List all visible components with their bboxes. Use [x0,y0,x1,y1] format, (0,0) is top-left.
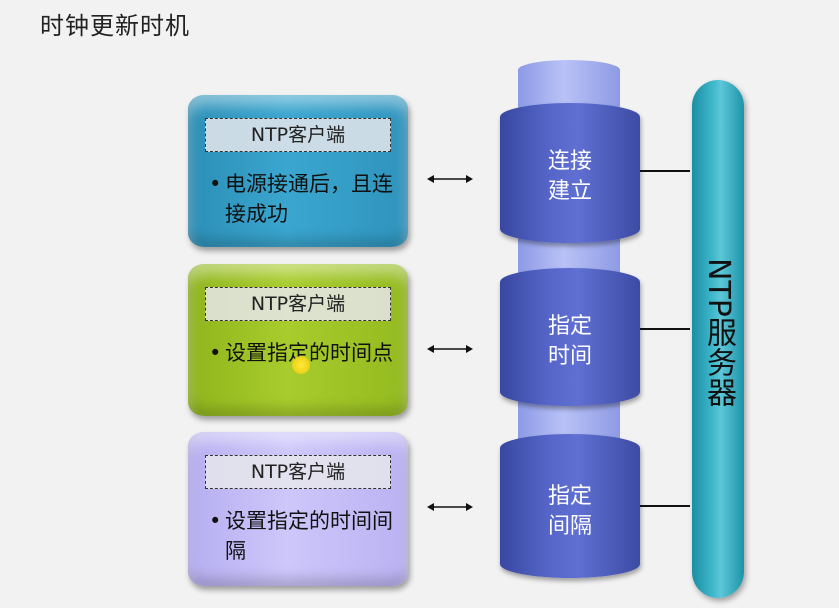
step-label: 连接建立 [500,147,640,207]
bullet: • [209,509,222,533]
client-description-text: 电源接通后，且连接成功 [225,172,393,226]
client-description: • 设置指定的时间间隔 [209,506,400,566]
double-arrow-icon [427,345,473,353]
client-box-time-point: NTP客户端 • 设置指定的时间点 [188,264,408,416]
pointer-highlight [292,356,310,374]
step-label: 指定间隔 [500,482,640,542]
client-header: NTP客户端 [205,287,391,321]
bullet: • [209,341,222,365]
client-description-text: 设置指定的时间间隔 [225,509,393,563]
bullet: • [209,172,222,196]
client-header: NTP客户端 [205,118,391,152]
step-specified-interval: 指定间隔 [500,434,640,578]
step-label-text: 连接建立 [547,149,592,204]
ntp-server-pillar: NTP服务器 [692,80,744,598]
double-arrow-icon [427,503,473,511]
connector-line [640,170,690,172]
client-header: NTP客户端 [205,455,391,489]
client-description: • 电源接通后，且连接成功 [209,169,400,229]
connector-line [640,328,690,330]
client-box-power-on: NTP客户端 • 电源接通后，且连接成功 [188,95,408,247]
step-label-text: 指定时间 [547,314,592,369]
step-label-text: 指定间隔 [547,484,592,539]
page-title: 时钟更新时机 [40,12,190,40]
step-connection-established: 连接建立 [500,103,640,243]
connector-line [640,505,690,507]
double-arrow-icon [427,175,473,183]
step-specified-time: 指定时间 [500,268,640,406]
step-label: 指定时间 [500,312,640,372]
server-label: NTP服务器 [701,258,736,407]
client-box-interval: NTP客户端 • 设置指定的时间间隔 [188,432,408,586]
